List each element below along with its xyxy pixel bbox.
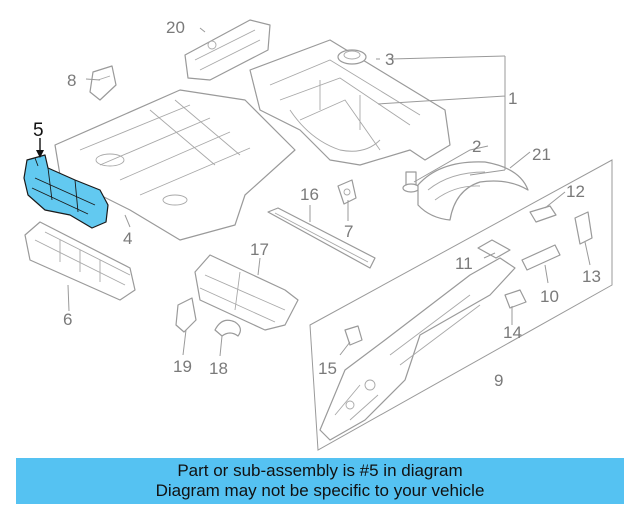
part-6-rail [24,221,136,301]
part-13-bracket [574,211,593,245]
part-19-bracket [175,297,197,333]
part-14-bracket [504,289,527,309]
callout-15: 15 [318,359,337,378]
banner-line-2: Diagram may not be specific to your vehi… [155,481,485,500]
callout-2: 2 [472,137,481,156]
part-3-grommet [337,49,367,65]
callout-9: 9 [494,371,503,390]
callout-12: 12 [566,182,585,201]
callout-18: 18 [209,359,228,378]
part-7-bracket [337,179,357,205]
callout-16: 16 [300,185,319,204]
part-17-panel [194,254,299,331]
parts-diagram: 20 8 3 1 5 2 21 16 12 4 7 17 11 13 10 6 … [23,18,613,451]
callout-17: 17 [250,240,269,259]
part-2-bolt [402,171,420,193]
callout-20: 20 [166,18,185,37]
callout-10: 10 [540,287,559,306]
callout-1: 1 [508,89,517,108]
part-10-bar [521,244,561,271]
part-15-bracket [344,325,363,346]
callout-4: 4 [123,229,132,248]
part-9-side-member [319,257,516,441]
callout-19: 19 [173,357,192,376]
callout-11: 11 [455,254,473,273]
part-11-bracket [477,239,511,259]
callout-7: 7 [344,222,353,241]
callout-13: 13 [582,267,601,286]
part-12-bracket [529,205,557,223]
callout-21: 21 [532,145,551,164]
callout-14: 14 [503,323,522,342]
assembly-box [309,159,613,451]
callout-8: 8 [67,71,76,90]
part-1-rear-floor-pan [249,39,451,166]
callout-6: 6 [63,310,72,329]
part-8-bracket [89,65,117,101]
disclaimer-banner: Part or sub-assembly is #5 in diagram Di… [16,458,624,504]
part-18-clip [214,319,241,337]
part-5-highlighted [23,154,109,229]
part-16-bar [267,207,376,269]
callout-5: 5 [33,120,44,141]
part-21-wheel-housing [417,161,529,221]
banner-line-1: Part or sub-assembly is #5 in diagram [177,461,463,480]
part-5-arrow [36,138,44,158]
part-20-bracket [184,19,271,81]
callout-3: 3 [385,50,394,69]
leader-lines [67,27,591,357]
